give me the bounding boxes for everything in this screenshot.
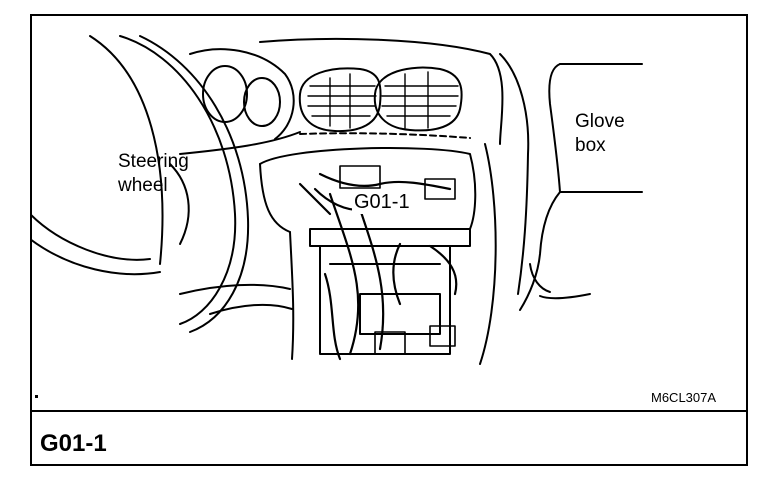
steering-wheel-label-line1: Steering bbox=[118, 151, 189, 172]
glove-box-label-line1: Glove bbox=[575, 111, 625, 132]
connector-label: G01-1 bbox=[352, 190, 412, 214]
steering-wheel-label-line2: wheel bbox=[118, 175, 168, 196]
figure-title: G01-1 bbox=[40, 430, 107, 457]
stray-dot bbox=[35, 395, 38, 398]
caption-divider bbox=[30, 410, 748, 412]
steering-wheel-label: Steering wheel bbox=[118, 150, 189, 198]
air-vents-drawing bbox=[298, 66, 471, 139]
glove-box-label: Glove box bbox=[575, 110, 625, 158]
console-opening-drawing bbox=[259, 143, 497, 365]
figure-code: M6CL307A bbox=[651, 390, 717, 405]
glove-box-drawing bbox=[499, 53, 643, 311]
steering-wheel-drawing bbox=[30, 35, 250, 333]
instrument-cluster-drawing bbox=[179, 48, 301, 155]
glove-box-label-line2: box bbox=[575, 135, 606, 156]
